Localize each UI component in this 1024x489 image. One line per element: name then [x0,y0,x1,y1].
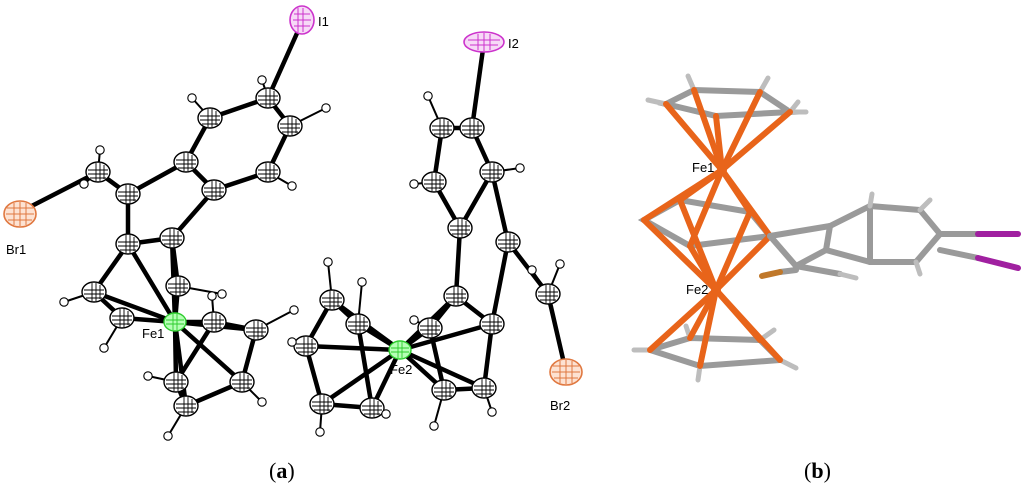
aromatic-hydrogens [837,191,933,281]
iron-cp-bonds [641,87,793,369]
label-fe2-a: Fe2 [390,362,412,377]
iodine-atom-2 [463,31,505,53]
label-i2: I2 [508,36,519,51]
iron-atom-1 [163,312,187,332]
label-fe1-a: Fe1 [142,326,164,341]
label-br1: Br1 [6,242,26,257]
label-br2: Br2 [550,398,570,413]
iodine-atom-1 [289,5,315,35]
caption-b: (b) [804,458,831,483]
iron-atom-2 [388,340,412,360]
carbon-iodine-bonds [937,231,1021,271]
label-i1: I1 [318,14,329,29]
iron-center-2 [711,285,721,295]
ortep-panel: I1 I2 Br1 Br2 Fe1 Fe2 (a) [3,5,583,483]
right-molecule-bonds [303,39,569,411]
stick-model-panel: Fe1 Fe2 (b) [631,73,1021,483]
label-fe2-b: Fe2 [686,282,708,297]
bromine-atom-1 [3,200,37,228]
caption-a: (a) [269,458,295,483]
carbon-bromine-bond [759,267,799,279]
bromine-atom-2 [549,358,583,386]
left-carbon-atoms [81,87,303,417]
label-fe1-b: Fe1 [692,160,714,175]
top-cp-ring [657,86,800,120]
iron-center-1 [717,165,727,175]
aromatic-rings [767,203,943,277]
